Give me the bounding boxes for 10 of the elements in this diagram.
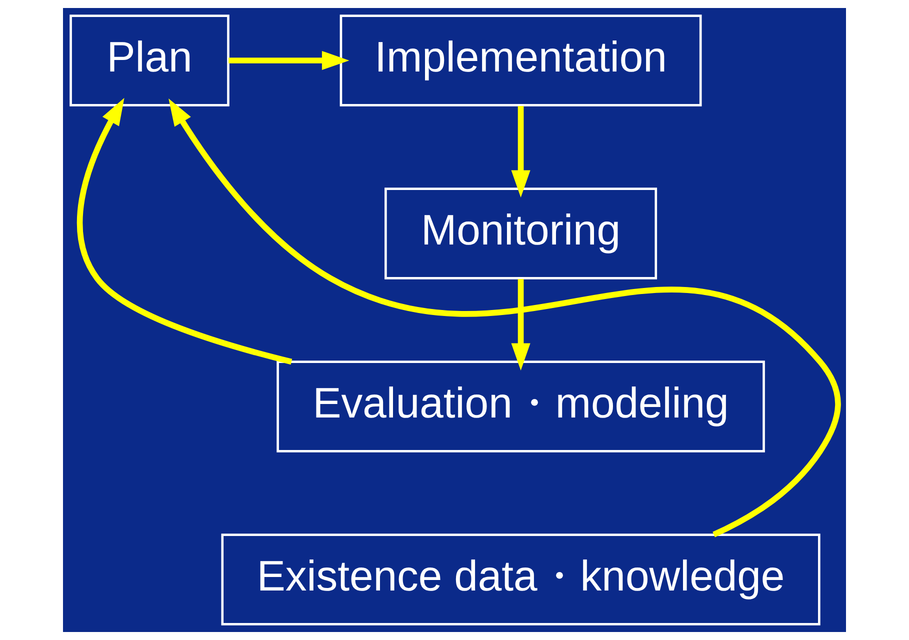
arrow bbox=[228, 50, 350, 70]
node-box: Monitoring bbox=[384, 188, 658, 280]
node-box: Evaluation・modeling bbox=[276, 360, 765, 452]
arrow bbox=[511, 106, 530, 198]
node-box: Existence data・knowledge bbox=[221, 534, 820, 626]
arrow bbox=[168, 98, 841, 538]
node-box: Plan bbox=[70, 14, 230, 106]
arrow bbox=[76, 98, 292, 365]
arrow bbox=[511, 278, 530, 371]
node-box: Implementation bbox=[340, 14, 702, 106]
